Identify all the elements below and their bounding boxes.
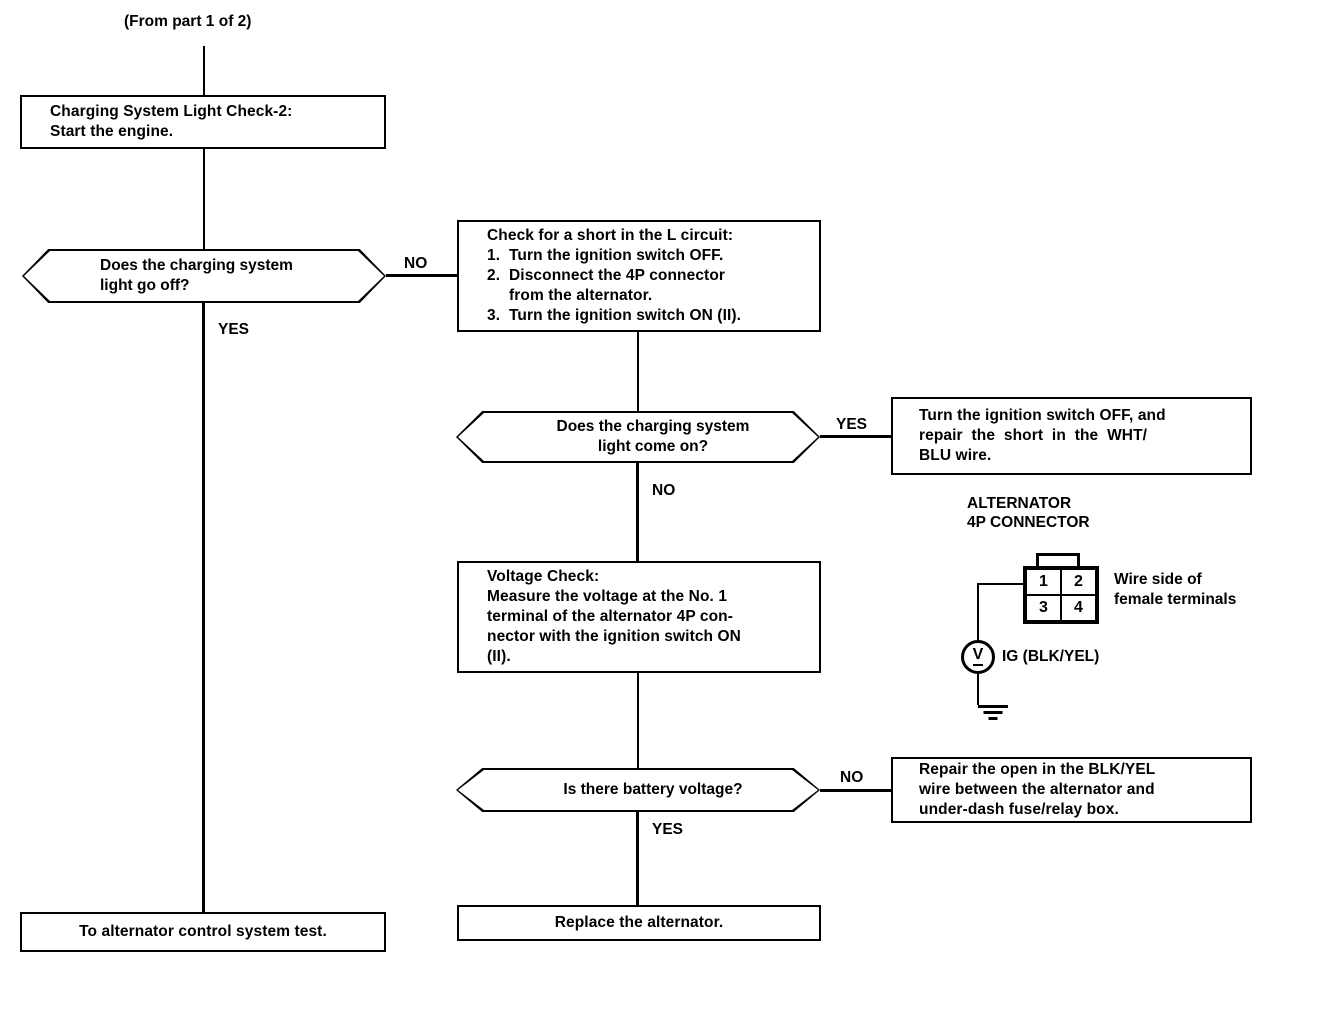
connector-terminal-grid: 1 2 3 4 [1023, 566, 1099, 624]
decision-does-light-go-off: Does the charging system light go off? [22, 249, 386, 303]
short-check-title: Check for a short in the L circuit: [487, 226, 734, 244]
terminal-cell-3: 3 [1025, 594, 1062, 622]
step-text: Turn the ignition switch ON (II). [509, 307, 742, 325]
connector-locking-tab [1036, 553, 1080, 567]
decision-q1-label: Does the charging system light go off? [100, 256, 293, 294]
connector-q2-yes [820, 435, 892, 438]
check2-title: Charging System Light Check-2: [50, 102, 293, 120]
connector-q1-no [386, 274, 458, 277]
voltmeter-glyph: V [972, 647, 984, 666]
decision-q3-label: Is there battery voltage? [563, 780, 743, 798]
branch-label-yes-1: YES [218, 321, 250, 338]
node-repair-wht-blu: Turn the ignition switch OFF, and repair… [891, 397, 1252, 475]
connector-shortcheck-to-q2 [637, 332, 639, 412]
branch-label-yes-2: YES [836, 416, 868, 433]
voltage-check-body: Measure the voltage at the No. 1 termina… [487, 587, 741, 666]
connector-lead-horizontal [977, 583, 1025, 585]
step-number: 1. [487, 246, 501, 264]
ground-lead [977, 674, 979, 705]
node-replace-alternator: Replace the alternator. [457, 905, 821, 941]
node-charging-system-light-check-2: Charging System Light Check-2: Start the… [20, 95, 386, 149]
short-check-steps: 1. Turn the ignition switch OFF. 2. Disc… [487, 246, 811, 327]
connector-title-line1: ALTERNATOR [967, 495, 1072, 512]
step-item: 1. Turn the ignition switch OFF. [487, 246, 811, 266]
connector-note-to-check2 [203, 46, 205, 96]
connector-lead-vertical [977, 583, 979, 642]
decision-q2-label: Does the charging system light come on? [556, 417, 750, 455]
connector-check2-to-q1 [203, 149, 205, 250]
decision-does-light-come-on: Does the charging system light come on? [456, 411, 820, 463]
decision-is-there-battery-voltage: Is there battery voltage? [456, 768, 820, 812]
step-item: 3. Turn the ignition switch ON (II). [487, 306, 811, 326]
connector-voltagecheck-to-q3 [637, 673, 639, 769]
connector-title-line2: 4P CONNECTOR [967, 514, 1090, 531]
branch-label-no-3: NO [840, 769, 864, 786]
ground-icon [978, 705, 1008, 723]
wire-side-note-line2: female terminals [1114, 591, 1237, 608]
step-number: 3. [487, 307, 501, 325]
terminal-cell-2: 2 [1060, 568, 1097, 596]
repair-blk-yel-label: Repair the open in the BLK/YEL wire betw… [919, 760, 1156, 819]
replace-alternator-label: Replace the alternator. [554, 913, 724, 931]
node-check-short-l-circuit: Check for a short in the L circuit: 1. T… [457, 220, 821, 332]
step-text: Turn the ignition switch OFF. [509, 246, 724, 264]
connector-q1-yes-spine [202, 303, 205, 912]
terminal-cell-1: 1 [1025, 568, 1062, 596]
terminal-cell-4: 4 [1060, 594, 1097, 622]
check2-line2: Start the engine. [50, 123, 174, 140]
connector-q3-yes [636, 812, 639, 912]
step-number: 2. [487, 266, 501, 284]
connector-q3-no [820, 789, 892, 792]
to-alternator-test-label: To alternator control system test. [79, 922, 327, 940]
voltmeter-label: IG (BLK/YEL) [1002, 648, 1100, 665]
repair-wht-blu-label: Turn the ignition switch OFF, and repair… [919, 406, 1166, 465]
from-part-note: (From part 1 of 2) [124, 13, 252, 30]
wire-side-note-line1: Wire side of [1114, 571, 1202, 588]
branch-label-no-1: NO [404, 255, 428, 272]
voltage-check-title: Voltage Check: [487, 567, 600, 585]
connector-q2-no [636, 463, 639, 587]
node-voltage-check: Voltage Check: Measure the voltage at th… [457, 561, 821, 673]
step-item: 2. Disconnect the 4P connector from the … [487, 266, 811, 306]
step-text: Disconnect the 4P connector from the alt… [509, 266, 726, 305]
node-repair-blk-yel: Repair the open in the BLK/YEL wire betw… [891, 757, 1252, 823]
voltmeter-icon: V [961, 640, 995, 674]
branch-label-no-2: NO [652, 482, 676, 499]
node-to-alternator-control-system-test: To alternator control system test. [20, 912, 386, 952]
branch-label-yes-3: YES [652, 821, 684, 838]
